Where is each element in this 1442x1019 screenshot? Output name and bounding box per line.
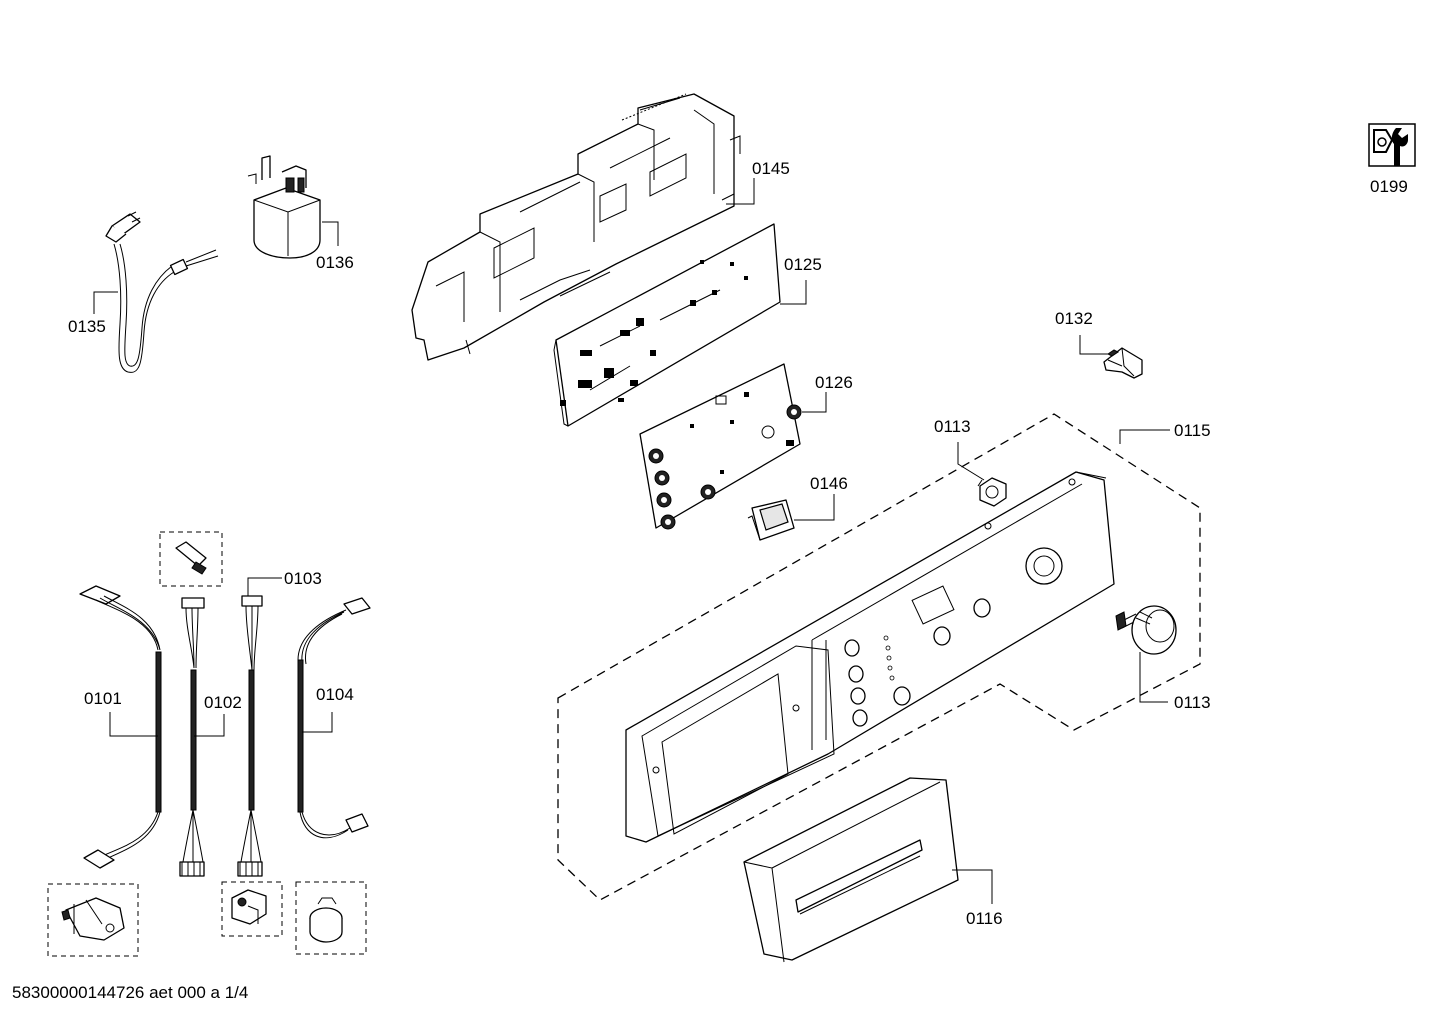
part-0113-knob-large <box>1115 605 1177 655</box>
label-0101: 0101 <box>84 689 122 708</box>
part-0115-control-panel <box>625 471 1115 843</box>
part-0135-power-cord <box>105 211 219 373</box>
part-0103-wiring-harness <box>237 595 263 877</box>
label-0126: 0126 <box>815 373 853 392</box>
label-0104: 0104 <box>316 685 354 704</box>
label-0115: 0115 <box>1174 421 1211 440</box>
subpart-box-top-connector <box>159 531 223 587</box>
assembly-0115-outline <box>557 413 1201 901</box>
part-0136-interference-filter <box>247 155 321 259</box>
tool-wrench-icon <box>1368 123 1416 167</box>
subpart-box-pressure-switch <box>295 881 367 955</box>
label-0146: 0146 <box>810 474 848 493</box>
label-0135: 0135 <box>68 317 106 336</box>
label-0136: 0136 <box>316 253 354 272</box>
label-0103: 0103 <box>284 569 322 588</box>
part-0126-display-board <box>639 363 802 530</box>
document-id: 58300000144726 aet 000 a 1/4 <box>12 983 248 1002</box>
subpart-box-sensor <box>221 881 283 937</box>
label-0113-bottom: 0113 <box>1174 693 1211 712</box>
label-0113-top: 0113 <box>934 417 971 436</box>
part-0102-wiring-harness <box>179 597 205 877</box>
subpart-box-drain-pump <box>47 883 139 957</box>
label-0132: 0132 <box>1055 309 1093 328</box>
part-0132-bracket <box>1103 347 1143 379</box>
part-0145-module-housing <box>411 93 741 361</box>
label-0145: 0145 <box>752 159 790 178</box>
label-0199: 0199 <box>1370 177 1408 196</box>
part-0104-wiring-harness <box>297 597 371 839</box>
part-0113-knob-small <box>977 477 1007 507</box>
part-0116-drawer-handle <box>743 777 959 963</box>
label-0102: 0102 <box>204 693 242 712</box>
label-0125: 0125 <box>784 255 822 274</box>
label-0116: 0116 <box>966 909 1003 928</box>
part-0101-wiring-harness <box>79 585 162 869</box>
part-0146-display-window <box>747 499 795 541</box>
part-0125-main-circuit-board <box>553 223 781 427</box>
